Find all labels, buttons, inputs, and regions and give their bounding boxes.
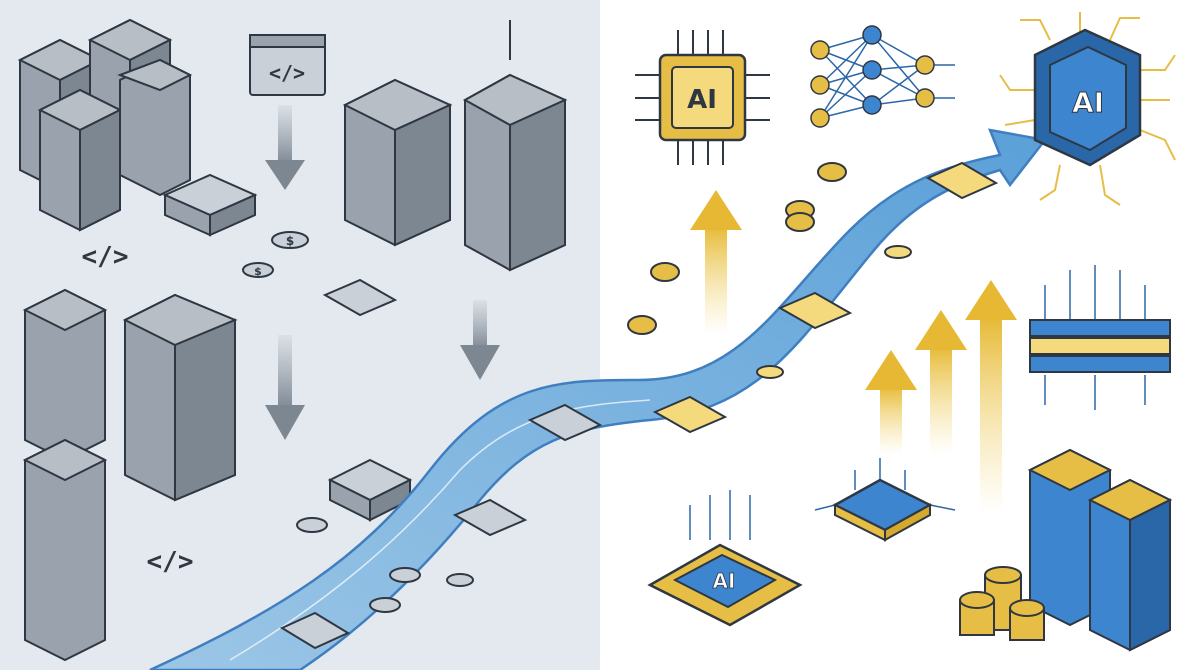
ai-chip-icon-blue	[999, 12, 1176, 206]
ai-chip-label-bottom: AI	[713, 569, 736, 593]
cash-in-river	[279, 161, 999, 650]
gold-coin-icon	[627, 162, 847, 335]
gold-coin-stack-icon	[959, 566, 1045, 641]
building-icon	[342, 78, 453, 247]
brain-chip-icon	[814, 458, 956, 542]
code-window-icon: </>	[249, 34, 326, 96]
money-river	[149, 128, 1048, 670]
river-flow-line	[229, 399, 651, 661]
coin-in-river	[369, 245, 912, 613]
ai-chip-label-top-left: AI	[687, 85, 717, 115]
server-rack-icon	[17, 18, 193, 232]
code-tag-mid: </>	[82, 242, 129, 272]
code-tag-low: </>	[147, 547, 194, 577]
ai-chip-label-top-right: AI	[1072, 86, 1104, 119]
coin-symbol-left-1: $	[286, 234, 294, 248]
ai-processor-icon	[647, 490, 803, 627]
ai-chip-icon	[635, 30, 770, 165]
server-tower-icon	[1027, 448, 1173, 652]
down-arrow-icon	[265, 105, 500, 440]
neural-network-icon	[810, 25, 955, 128]
skyscraper-icon	[462, 20, 568, 272]
code-tag-top: </>	[269, 61, 305, 85]
coin-stack-icon	[242, 231, 328, 533]
data-server-icon	[1029, 265, 1171, 410]
coin-symbol-left-2: $	[254, 265, 262, 278]
office-building-icon	[22, 288, 238, 662]
cash-stack-icon	[162, 173, 413, 522]
up-arrow-icon	[690, 190, 1017, 515]
